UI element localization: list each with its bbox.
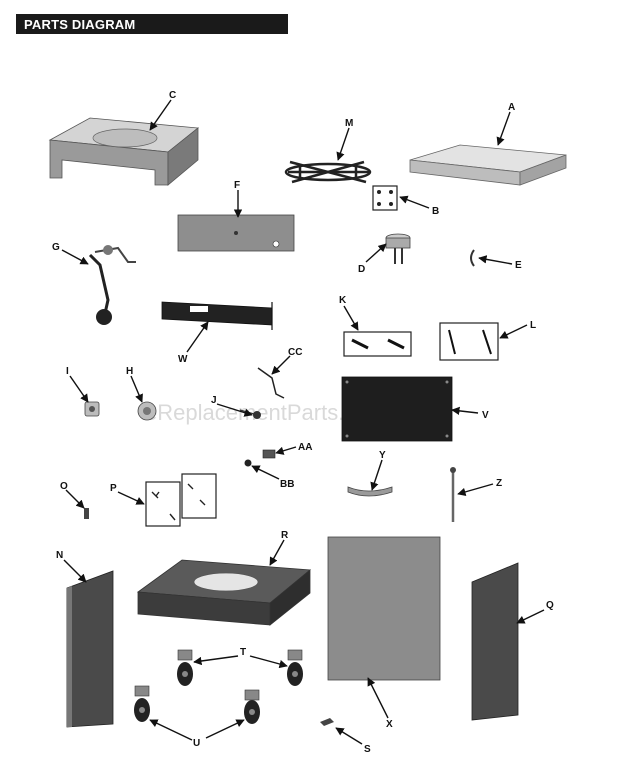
label-x: X bbox=[386, 719, 393, 730]
arrow-h bbox=[130, 375, 143, 403]
arrow-d bbox=[365, 243, 387, 263]
label-o: O bbox=[60, 481, 68, 492]
label-l: L bbox=[530, 320, 536, 331]
label-y: Y bbox=[379, 450, 386, 461]
arrow-e bbox=[478, 255, 513, 265]
part-c-top-frame bbox=[48, 117, 200, 186]
label-p: P bbox=[110, 483, 117, 494]
label-i: I bbox=[66, 366, 69, 377]
label-aa: AA bbox=[298, 442, 312, 453]
part-bb-screw bbox=[244, 459, 252, 467]
arrow-a bbox=[496, 111, 511, 146]
part-a-side-shelf bbox=[409, 144, 567, 186]
arrow-y bbox=[370, 459, 383, 491]
arrow-s bbox=[335, 727, 363, 745]
arrow-c bbox=[149, 99, 172, 131]
arrow-m bbox=[336, 127, 350, 161]
part-r-bottom-shelf bbox=[136, 559, 312, 626]
parts-diagram-header: PARTS DIAGRAM bbox=[16, 14, 288, 34]
label-b: B bbox=[432, 206, 439, 217]
label-cc: CC bbox=[288, 347, 302, 358]
label-e: E bbox=[515, 260, 522, 271]
label-s: S bbox=[364, 744, 371, 755]
part-p-hinge-hardware bbox=[145, 473, 217, 527]
label-a: A bbox=[508, 102, 515, 113]
arrow-i bbox=[69, 375, 89, 403]
part-u-casters bbox=[134, 685, 260, 724]
arrow-t-right bbox=[249, 655, 288, 669]
leader-arrows bbox=[61, 99, 545, 745]
arrow-l bbox=[499, 324, 528, 339]
arrow-bb bbox=[251, 465, 280, 480]
part-labels: C M A B F G D E W K L CC I H J V AA BB Y… bbox=[52, 90, 554, 755]
label-t: T bbox=[240, 647, 246, 658]
part-t-casters bbox=[177, 649, 303, 686]
part-z-rod bbox=[450, 467, 456, 522]
label-q: Q bbox=[546, 600, 554, 611]
label-c: C bbox=[169, 90, 176, 101]
arrow-o bbox=[65, 489, 85, 509]
part-o-clip bbox=[84, 508, 89, 519]
label-z: Z bbox=[496, 478, 502, 489]
arrow-g bbox=[61, 249, 89, 265]
arrow-x bbox=[367, 677, 389, 719]
label-d: D bbox=[358, 264, 365, 275]
part-l-pins bbox=[439, 322, 499, 361]
arrow-v bbox=[451, 406, 479, 416]
arrow-u-left bbox=[149, 719, 193, 741]
part-g-regulator-hose bbox=[88, 245, 136, 325]
arrow-j bbox=[216, 403, 253, 417]
arrow-k bbox=[343, 305, 359, 331]
part-e-clip bbox=[470, 249, 475, 267]
label-v: V bbox=[482, 410, 489, 421]
label-w: W bbox=[178, 354, 188, 365]
part-i-knob bbox=[84, 401, 100, 417]
label-k: K bbox=[339, 295, 347, 306]
part-n-left-side-panel bbox=[66, 570, 114, 728]
part-q-right-side-panel bbox=[471, 562, 519, 721]
arrow-r bbox=[269, 539, 285, 566]
label-u: U bbox=[193, 738, 200, 749]
part-x-door bbox=[327, 536, 441, 681]
label-j: J bbox=[211, 395, 217, 406]
label-r: R bbox=[281, 530, 289, 541]
part-cc-wire bbox=[257, 367, 285, 399]
part-k-screws bbox=[343, 331, 412, 357]
part-h-bezel bbox=[137, 401, 157, 421]
arrow-p bbox=[117, 491, 145, 505]
arrow-b bbox=[399, 195, 430, 209]
part-f-front-panel bbox=[177, 214, 295, 252]
page-title: PARTS DIAGRAM bbox=[24, 17, 136, 32]
arrow-w bbox=[186, 321, 209, 353]
part-y-handle bbox=[347, 486, 393, 497]
label-g: G bbox=[52, 242, 60, 253]
label-n: N bbox=[56, 550, 63, 561]
arrow-aa bbox=[275, 446, 297, 455]
arrow-z bbox=[457, 483, 494, 496]
part-w-control-bracket bbox=[161, 301, 273, 330]
part-b-bracket bbox=[372, 185, 398, 211]
part-m-burner-grate bbox=[284, 160, 372, 184]
label-bb: BB bbox=[280, 479, 294, 490]
part-s-bolt bbox=[320, 718, 334, 726]
part-v-back-panel bbox=[341, 376, 453, 442]
part-d-ignitor bbox=[385, 233, 411, 264]
arrow-n bbox=[63, 559, 87, 583]
label-m: M bbox=[345, 118, 353, 129]
arrow-cc bbox=[271, 355, 291, 375]
label-h: H bbox=[126, 366, 133, 377]
arrow-u-right bbox=[205, 719, 245, 739]
label-f: F bbox=[234, 180, 240, 191]
arrow-t-left bbox=[193, 655, 239, 666]
arrow-q bbox=[516, 609, 545, 624]
part-aa-nut bbox=[262, 449, 276, 459]
